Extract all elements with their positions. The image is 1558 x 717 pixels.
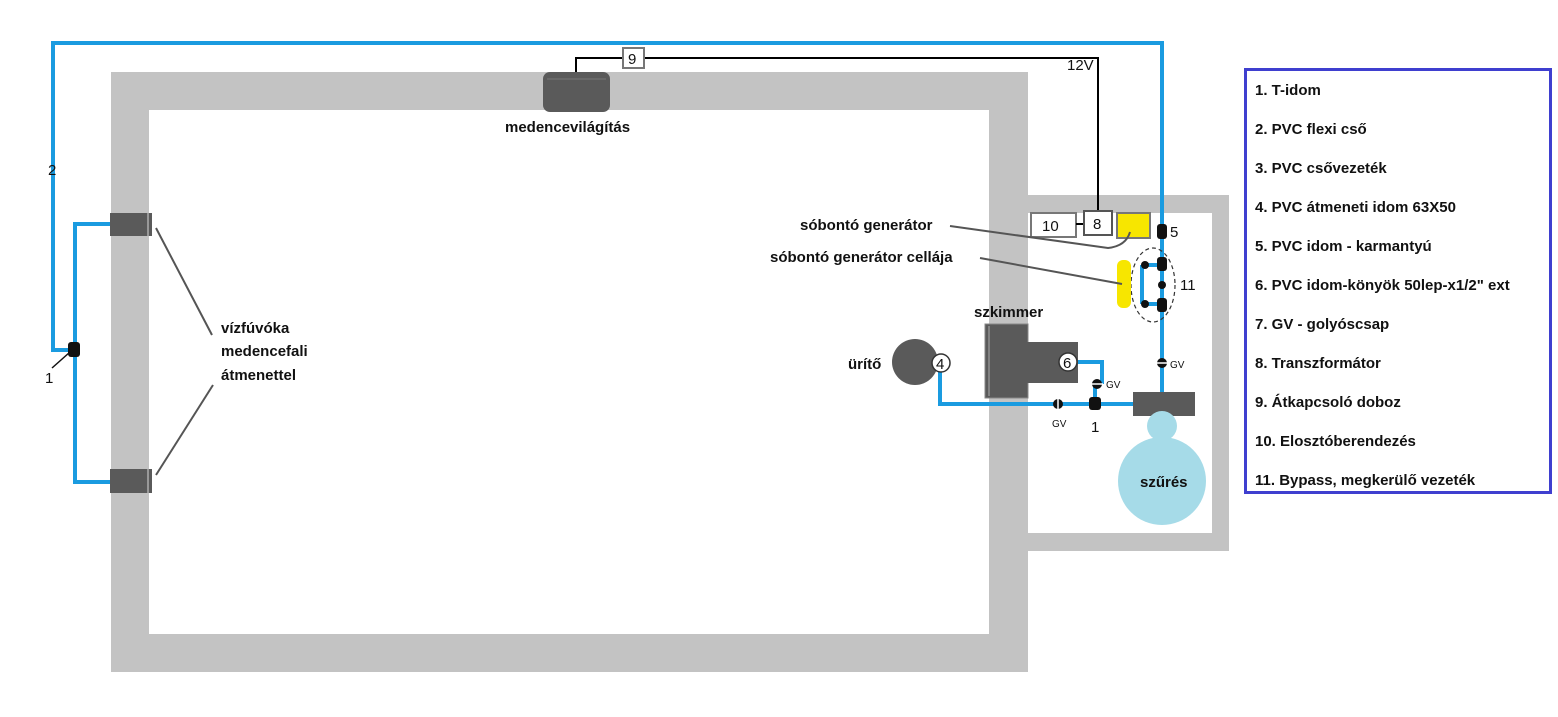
filter-label: szűrés [1140,474,1188,491]
salt-cell-label: sóbontó generátor cellája [770,249,953,266]
marker-2: 2 [48,162,56,179]
legend-item: 10. Elosztóberendezés [1255,433,1416,450]
adapter-4 [931,353,951,373]
nozzle-leader-lines [155,227,214,476]
marker-4: 4 [936,356,944,373]
voltage-label: 12V [1067,57,1094,74]
pool-light [543,72,610,112]
salt-cell-leader [979,257,1123,285]
salt-generator-leader [949,225,1131,250]
transformer [1083,210,1113,236]
marker-10: 10 [1042,218,1059,235]
marker-6: 6 [1063,355,1071,372]
t-fitting-left [51,342,80,369]
legend-item: 11. Bypass, megkerülő vezeték [1255,472,1476,489]
coupling-5 [1157,224,1167,239]
skimmer-label: szkimmer [974,304,1043,321]
marker-1-bottom: 1 [1091,419,1099,436]
switch-box [622,47,645,69]
legend: 1. T-idom 2. PVC flexi cső 3. PVC csővez… [1244,68,1552,494]
pool-light-label: medencevilágítás [505,119,630,136]
legend-item: 5. PVC idom - karmantyú [1255,238,1432,255]
marker-11: 11 [1180,277,1196,294]
marker-8: 8 [1093,216,1101,233]
wall-nozzle-top [110,213,152,236]
bypass-assembly [1117,247,1176,323]
legend-item: 2. PVC flexi cső [1255,121,1367,138]
drain-label: ürítő [848,356,881,373]
legend-item: 3. PVC csővezeték [1255,160,1387,177]
marker-1-left: 1 [45,370,53,387]
nozzle-label-3: átmenettel [221,367,296,384]
marker-9: 9 [628,51,636,68]
gv-label-drain: GV [1052,419,1067,430]
gv-label-right: GV [1170,360,1185,371]
ball-valve-drain [1053,398,1063,410]
marker-5: 5 [1170,224,1178,241]
legend-item: 6. PVC idom-könyök 50lep-x1/2" ext [1255,277,1510,294]
drain [892,339,938,385]
pvc-flexi-pipe [51,41,1164,484]
filter [1118,392,1206,525]
wire-12v [575,57,1099,213]
elbow-6 [1058,352,1078,372]
legend-item: 1. T-idom [1255,82,1321,99]
ball-valve-skimmer [1091,379,1103,389]
legend-item: 4. PVC átmeneti idom 63X50 [1255,199,1456,216]
ball-valve-right [1156,358,1168,368]
t-fitting-bottom [1089,397,1101,410]
nozzle-label-2: medencefali [221,343,308,360]
salt-generator-label: sóbontó generátor [800,217,933,234]
legend-item: 7. GV - golyóscsap [1255,316,1390,333]
wall-nozzle-bottom [110,469,152,493]
legend-item: 8. Transzformátor [1255,355,1381,372]
machine-room-wall [1028,195,1229,551]
gv-label-skimmer: GV [1106,380,1121,391]
nozzle-label-1: vízfúvóka [221,320,290,337]
legend-item: 9. Átkapcsoló doboz [1255,394,1401,411]
salt-generator-box [1116,212,1151,239]
